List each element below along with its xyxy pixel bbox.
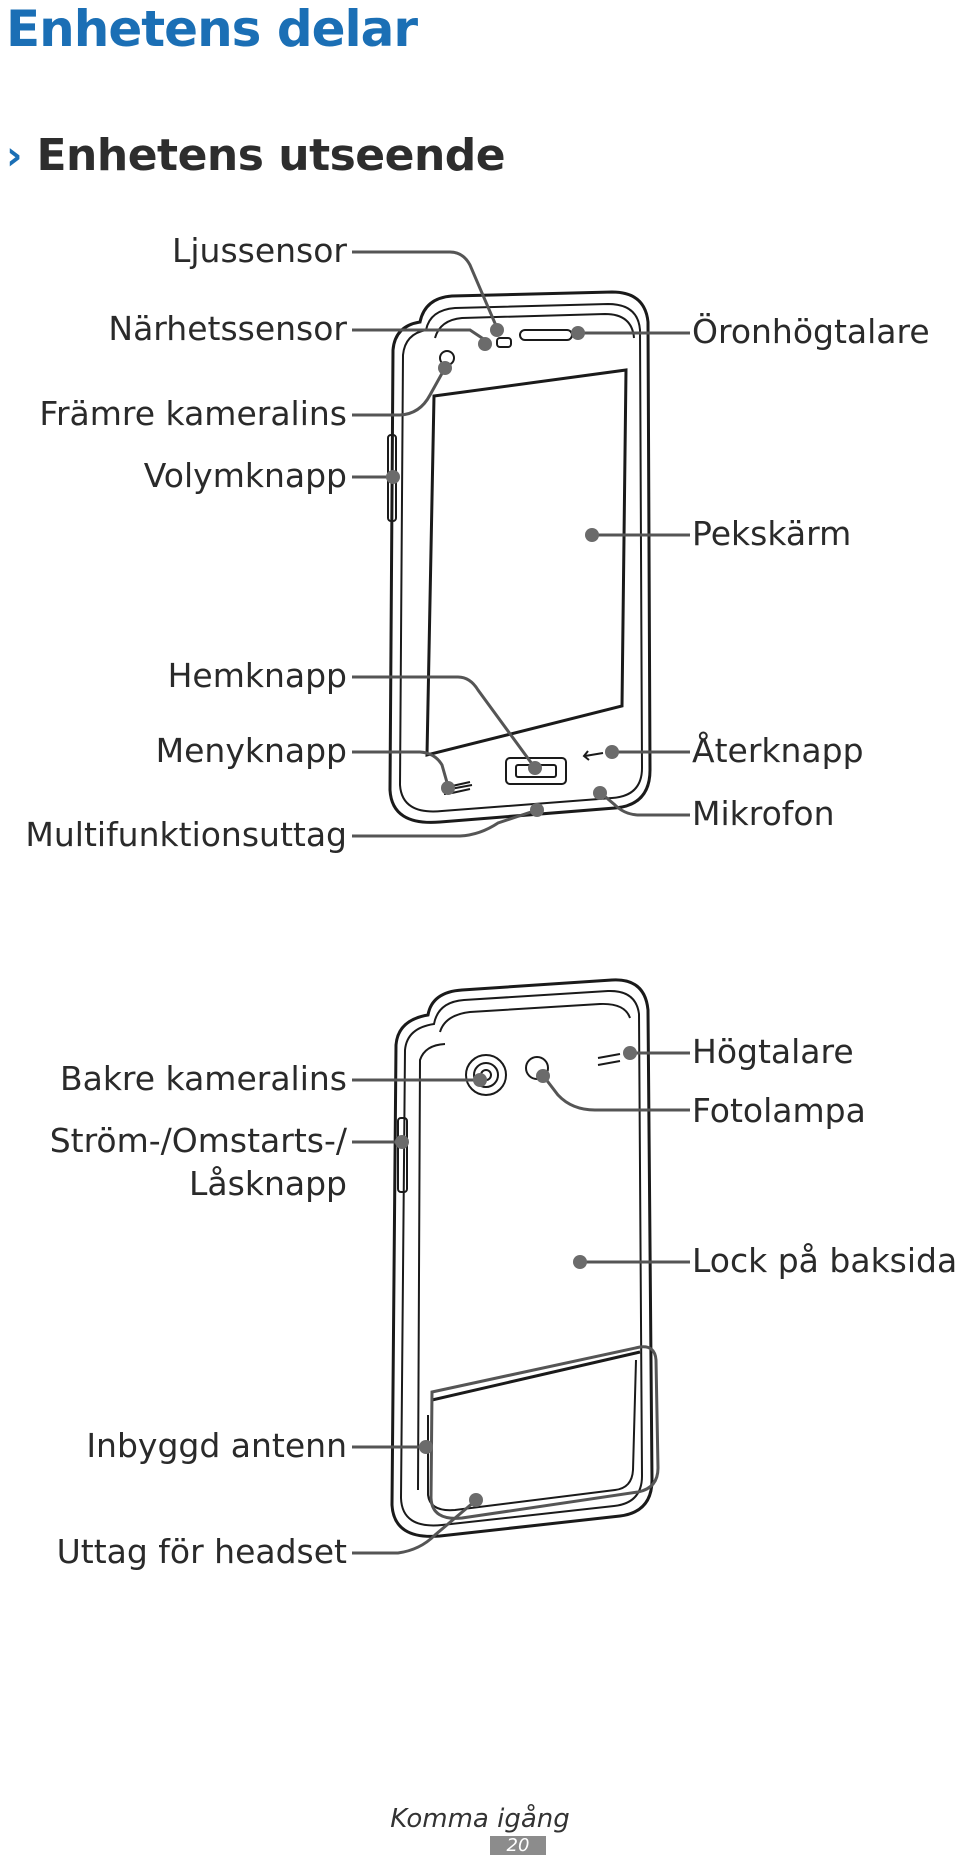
label-fotolampa: Fotolampa <box>692 1091 866 1130</box>
label-menyknapp: Menyknapp <box>156 731 347 770</box>
section-heading: › Enhetens utseende <box>6 130 506 181</box>
label-strom-line2: Låsknapp <box>189 1164 347 1203</box>
label-hogtalare: Högtalare <box>692 1032 854 1071</box>
section-title: Enhetens utseende <box>36 130 506 181</box>
label-bakre-kameralins: Bakre kameralins <box>60 1059 347 1098</box>
back-phone-illustration <box>390 978 660 1538</box>
back-leaders <box>352 1046 690 1555</box>
chevron-right-icon: › <box>6 132 23 179</box>
label-multifunktionsuttag: Multifunktionsuttag <box>25 815 347 854</box>
label-narhetssensor: Närhetssensor <box>108 309 347 348</box>
label-uttag-headset: Uttag för headset <box>57 1532 347 1571</box>
label-strom-line1: Ström-/Omstarts-/ <box>50 1121 348 1160</box>
label-framre-kameralins: Främre kameralins <box>39 394 347 433</box>
label-ljussensor: Ljussensor <box>172 231 347 270</box>
label-volymknapp: Volymknapp <box>144 456 347 495</box>
label-hemknapp: Hemknapp <box>168 656 347 695</box>
label-pekskarm: Pekskärm <box>692 514 851 553</box>
footer-section-name: Komma igång <box>390 1804 570 1834</box>
page-title: Enhetens delar <box>6 0 418 58</box>
front-leaders <box>352 250 690 838</box>
label-oronhogtalare: Öronhögtalare <box>692 311 930 351</box>
label-mikrofon: Mikrofon <box>692 794 835 833</box>
label-lock-baksidan: Lock på baksidan <box>692 1241 960 1280</box>
front-phone-illustration <box>387 290 652 824</box>
label-inbyggd-antenn: Inbyggd antenn <box>86 1426 347 1465</box>
page-number: 20 <box>490 1836 546 1855</box>
label-aterknapp: Återknapp <box>692 730 864 770</box>
